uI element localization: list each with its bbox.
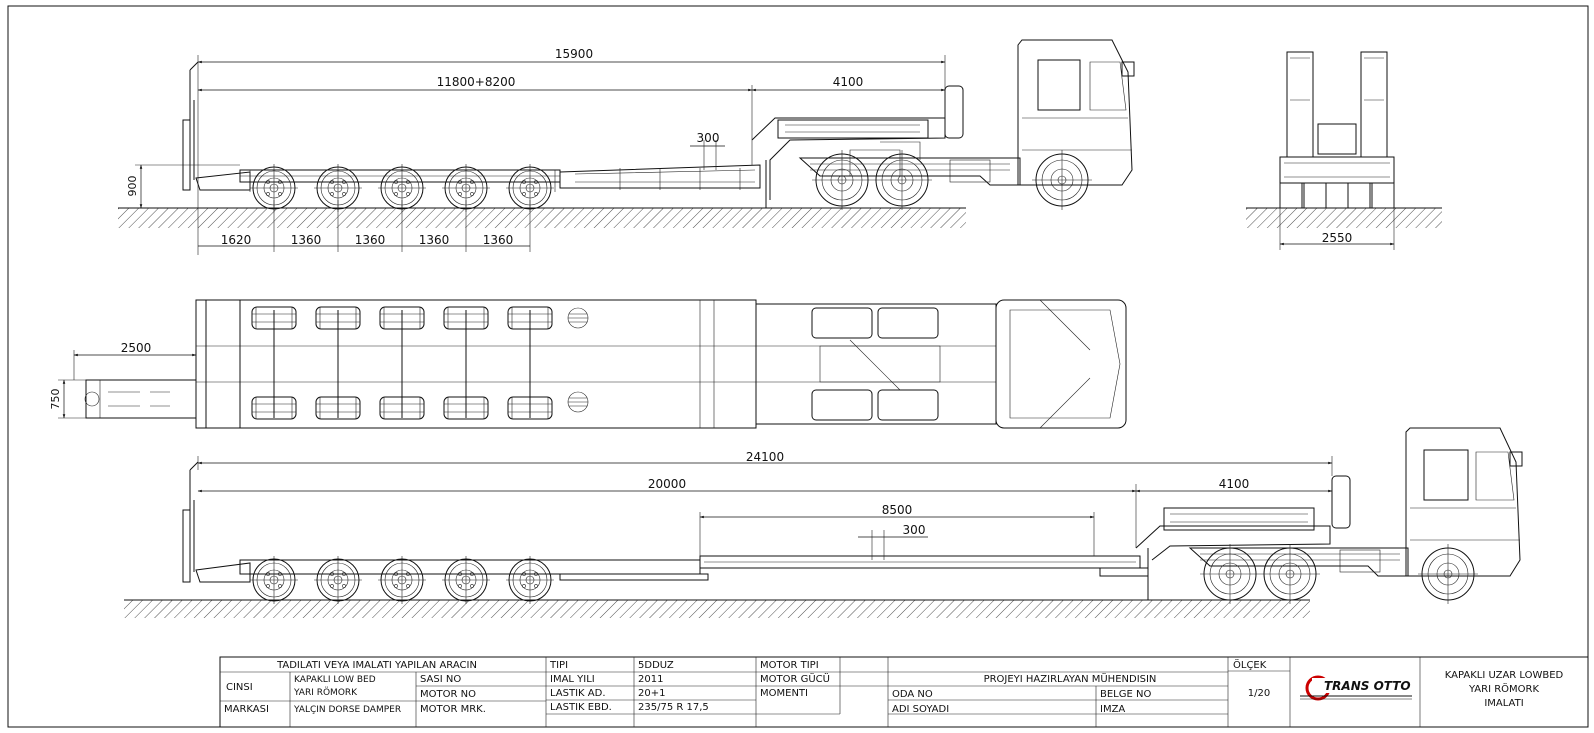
sasi-no-label: SASI NO: [420, 674, 461, 685]
dim-extended-deck: 20000: [648, 477, 686, 491]
imal-yili-label: IMAL YILI: [550, 674, 595, 685]
dim-ramp-length: 2500: [121, 341, 152, 355]
dim-deck-height: 900: [126, 176, 139, 197]
belge-no-label: BELGE NO: [1100, 689, 1151, 700]
trans-otto-logo: TRANS OTTO: [1300, 675, 1412, 701]
side-view-loaded: 15900 11800+8200 4100 300 900 1620 1360 …: [118, 39, 1135, 255]
motor-gucu-label: MOTOR GÜCÜ: [760, 672, 830, 685]
dim-axle-spacing: 1360: [355, 233, 386, 247]
motor-mrk-label: MOTOR MRK.: [420, 704, 486, 715]
drawing-title-line-2: YARI RÖMORK: [1468, 682, 1540, 695]
imal-yili-value: 2011: [638, 674, 663, 685]
olcek-label: ÖLÇEK: [1233, 658, 1267, 671]
ground-hatch: [1246, 208, 1442, 228]
motor-no-label: MOTOR NO: [420, 689, 476, 700]
title-block: TADILATI VEYA IMALATI YAPILAN ARACIN CIN…: [219, 656, 1589, 728]
cinsi-label: CINSI: [226, 682, 253, 693]
dim-ramp-width: 750: [49, 389, 62, 410]
dim-axle-spacing: 1360: [419, 233, 450, 247]
dim-overall-width: 2550: [1322, 231, 1353, 245]
rear-view: 2550: [1246, 51, 1442, 250]
dim-extended-ramp-gap: 300: [903, 523, 926, 537]
dim-gooseneck-length: 4100: [833, 75, 864, 89]
cinsi-value-1: KAPAKLI LOW BED: [294, 675, 376, 685]
adi-soyadi-label: ADI SOYADI: [892, 704, 949, 715]
logo-text: TRANS OTTO: [1324, 679, 1411, 693]
markasi-value: YALÇIN DORSE DAMPER: [293, 705, 401, 715]
dim-deck-length: 11800+8200: [437, 75, 516, 89]
lastik-ebd-value: 235/75 R 17,5: [638, 702, 709, 713]
tipi-label: TIPI: [549, 660, 568, 671]
drawing-title-line-1: KAPAKLI UZAR LOWBED: [1445, 670, 1564, 681]
dim-extension-length: 8500: [882, 503, 913, 517]
dim-axle-spacing: 1360: [291, 233, 322, 247]
dim-axle-first: 1620: [221, 233, 252, 247]
ground-hatch: [118, 208, 966, 228]
lastik-ebd-label: LASTIK EBD.: [550, 702, 612, 713]
motor-tipi-label: MOTOR TIPI: [760, 660, 819, 671]
markasi-label: MARKASI: [224, 704, 269, 715]
imza-label: IMZA: [1100, 704, 1125, 715]
lastik-ad-label: LASTIK AD.: [550, 688, 606, 699]
lastik-ad-value: 20+1: [638, 688, 665, 699]
momenti-label: MOMENTI: [760, 688, 808, 699]
dim-extended-gooseneck: 4100: [1219, 477, 1250, 491]
truck-side-extended: [1188, 427, 1523, 577]
dim-axle-spacing: 1360: [483, 233, 514, 247]
oda-no-label: ODA NO: [892, 689, 933, 700]
cinsi-value-2: YARI RÖMORK: [293, 687, 358, 698]
side-view-extended: 24100 20000 4100 8500 300: [124, 427, 1523, 618]
sheet-border: [7, 5, 1589, 728]
truck-side-loaded: [798, 39, 1135, 186]
dim-ramp-gap: 300: [697, 131, 720, 145]
olcek-value: 1/20: [1248, 688, 1270, 699]
drawing-title-line-3: IMALATI: [1484, 698, 1523, 709]
dim-extended-overall: 24100: [746, 450, 784, 464]
tipi-value: 5DDUZ: [638, 660, 674, 671]
engineer-header: PROJEYI HAZIRLAYAN MÜHENDISIN: [984, 672, 1157, 685]
top-view: 2500 750: [49, 299, 1127, 429]
ground-hatch: [124, 600, 1310, 618]
title-block-header: TADILATI VEYA IMALATI YAPILAN ARACIN: [276, 660, 477, 671]
dim-overall-length: 15900: [555, 47, 593, 61]
